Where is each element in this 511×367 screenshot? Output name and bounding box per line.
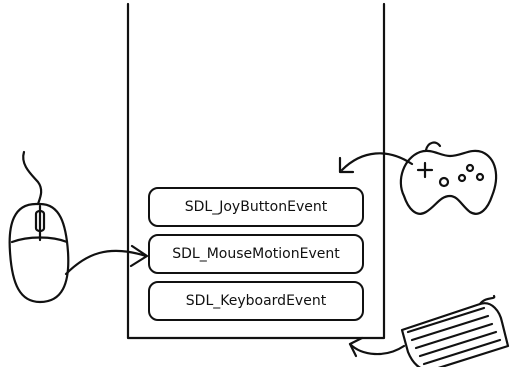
gamepad-arrow [338,152,414,174]
mouse-arrow [64,244,149,276]
gamepad-icon [399,141,498,215]
keyboard-icon [400,294,510,367]
mouse-icon [8,150,70,304]
keyboard-arrow [348,336,406,358]
event-keyboard: SDL_KeyboardEvent [148,281,364,321]
event-mousemotion: SDL_MouseMotionEvent [148,234,364,274]
event-queue-container [126,2,386,340]
event-joybutton: SDL_JoyButtonEvent [148,187,364,227]
